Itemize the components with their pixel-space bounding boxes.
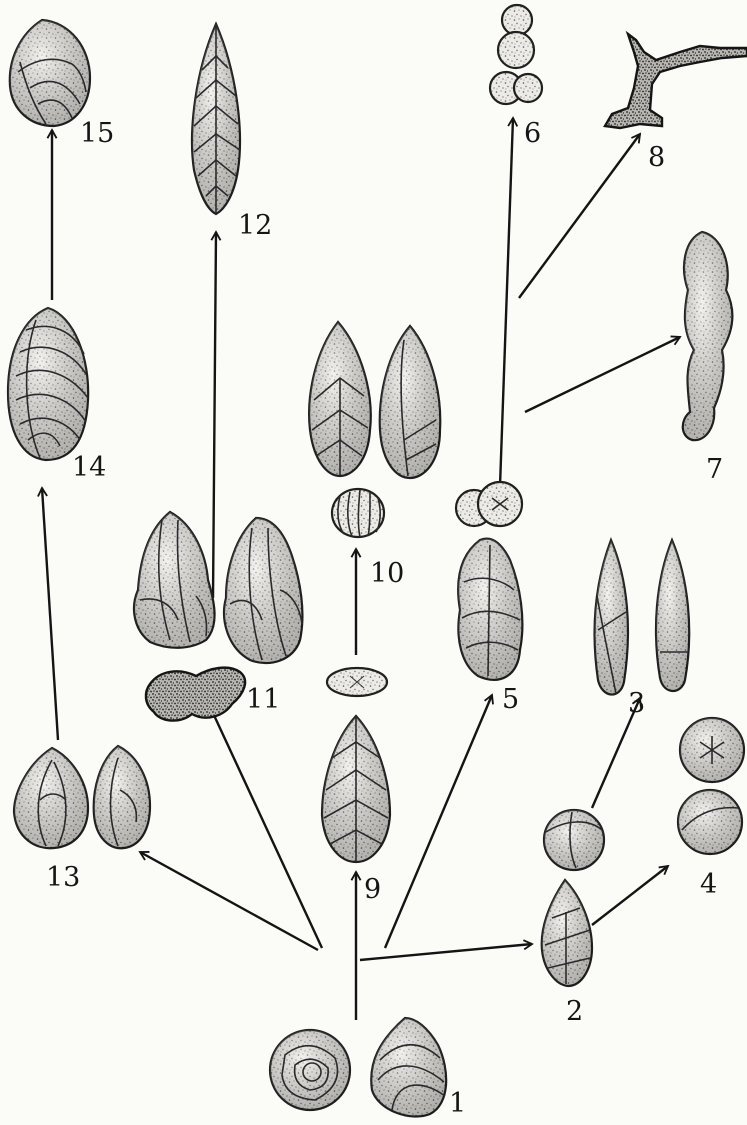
figure-10-right-elongate: [380, 326, 441, 478]
arrow-13-to-14: [42, 488, 58, 740]
figure-5-side-view: [458, 539, 522, 680]
figure-5-end-view: [456, 482, 522, 526]
figure-14-label: 14: [72, 452, 106, 483]
figure-13-specimens: 13: [14, 746, 150, 893]
figure-11-specimens: 11: [134, 512, 302, 721]
evolution-arrows: [42, 118, 680, 1020]
arrow-1-to-13: [140, 852, 318, 950]
figure-1-label: 1: [449, 1088, 466, 1119]
figure-11-irregular-fragment: [146, 668, 245, 721]
figure-10-flat-disc: [327, 668, 387, 696]
figure-1-specimens: 1: [270, 1018, 466, 1119]
figure-1-apertural-view: [270, 1030, 350, 1110]
arrow-5-to-7: [525, 337, 680, 412]
figure-12-specimen: 12: [192, 24, 272, 241]
figure-10-label: 10: [370, 558, 404, 589]
arrow-1-to-11: [206, 698, 322, 948]
figure-10-left-elongate: [309, 322, 371, 476]
arrow-11-to-12: [213, 232, 216, 598]
figure-4-upper-sphere: [680, 718, 744, 782]
figure-6-label: 6: [524, 118, 541, 149]
figure-11-label: 11: [246, 684, 280, 715]
figure-4-specimens: 4: [678, 718, 744, 900]
arrow-5-to-6: [500, 118, 513, 486]
figure-3-label: 3: [628, 688, 645, 719]
figure-8-label: 8: [648, 142, 665, 173]
figure-11-right-test: [224, 518, 302, 663]
figure-3-elongate-left: [594, 540, 628, 695]
figure-4-lower-sphere: [678, 790, 742, 854]
figure-9-label: 9: [364, 874, 381, 905]
figure-13-right-test: [94, 746, 150, 848]
arrow-5-to-8: [519, 134, 640, 298]
figure-7-label: 7: [706, 454, 723, 485]
figure-7-specimen: 7: [683, 232, 733, 485]
arrow-2-to-4: [592, 866, 668, 925]
figure-1-side-view: [371, 1018, 446, 1117]
figure-14-specimen: 14: [8, 308, 106, 483]
arrow-1-to-5: [385, 695, 492, 948]
figure-10-specimens: 10: [309, 322, 440, 696]
figure-3-sphere-stage: [544, 810, 604, 870]
figure-15-label: 15: [80, 118, 114, 149]
figure-13-left-test: [14, 748, 88, 848]
figure-11-left-test: [134, 512, 215, 648]
figure-3-elongate-right: [656, 540, 689, 691]
figure-3-specimens: 3: [544, 540, 689, 870]
figure-13-label: 13: [46, 862, 80, 893]
figure-4-label: 4: [700, 869, 717, 900]
figure-6-specimen: 6: [490, 5, 542, 149]
figure-15-specimen: 15: [10, 20, 115, 149]
figure-5-label: 5: [502, 684, 519, 715]
figure-2-specimen: 2: [542, 880, 592, 1027]
figure-5-specimens: 5: [456, 482, 522, 715]
figure-2-label: 2: [566, 996, 583, 1027]
figure-12-label: 12: [238, 210, 272, 241]
figure-10-round-view: [332, 489, 384, 537]
